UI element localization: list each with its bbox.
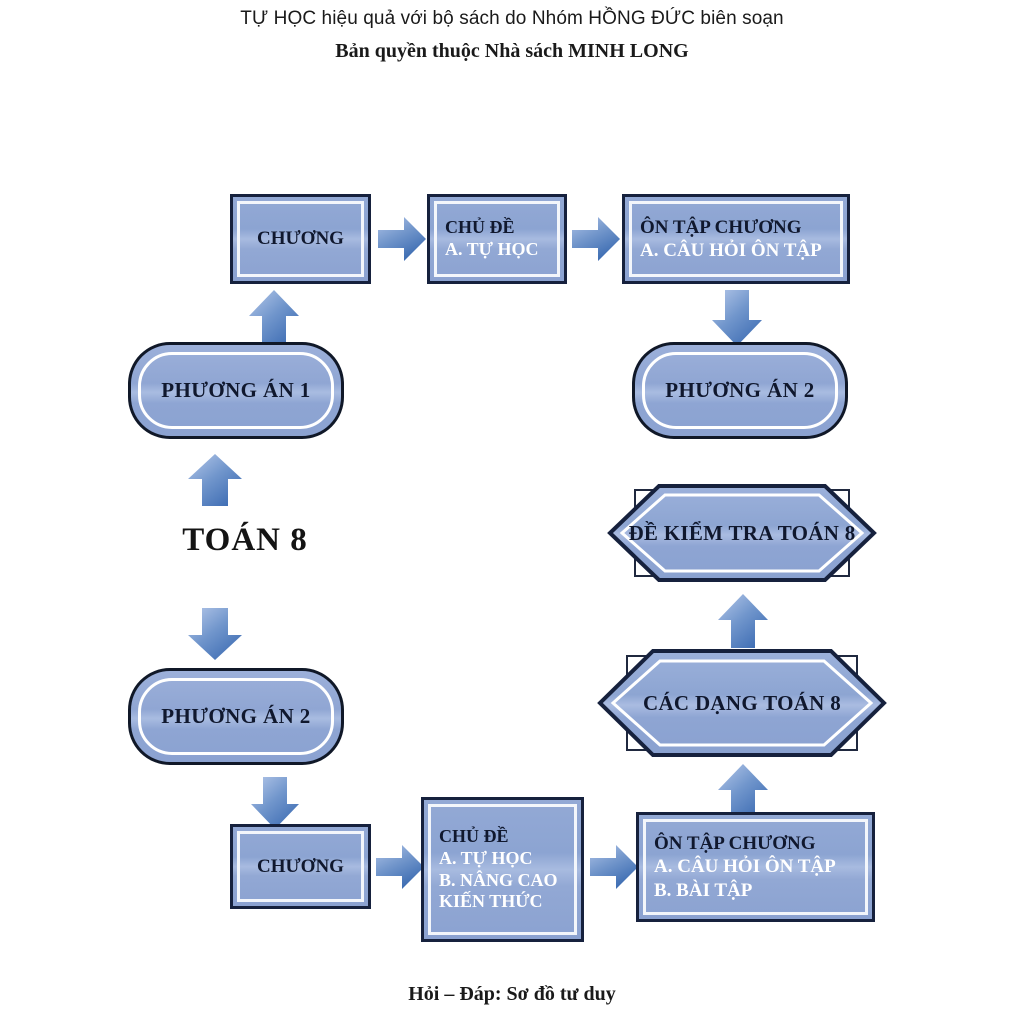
node-top-review-inner: ÔN TẬP CHƯƠNG A. CÂU HỎI ÔN TẬP: [629, 201, 843, 277]
arrow-top-topic-to-top-review: [570, 213, 622, 265]
node-option-2-right-inner: PHƯƠNG ÁN 2: [642, 352, 838, 429]
node-problem-types-shape: [597, 648, 887, 758]
arrow-top-chapter-to-top-topic: [376, 213, 428, 265]
node-option-1-inner: PHƯƠNG ÁN 1: [138, 352, 334, 429]
node-option-2-right[interactable]: PHƯƠNG ÁN 2: [632, 342, 848, 439]
arrow-bottom-review-to-problem-types: [716, 762, 770, 820]
arrow-bottom-topic-to-bottom-review: [588, 841, 640, 893]
arrow-bottom-chapter-to-bottom-topic: [374, 841, 426, 893]
node-option-1-label: PHƯƠNG ÁN 1: [161, 378, 311, 402]
node-top-review-line-0: ÔN TẬP CHƯƠNG: [640, 216, 802, 238]
node-bottom-review-line-1: A. CÂU HỎI ÔN TẬP: [654, 856, 836, 878]
node-bottom-topic-inner: CHỦ ĐỀ A. TỰ HỌC B. NÂNG CAO KIẾN THỨC: [428, 804, 577, 935]
node-top-review-line-1: A. CÂU HỎI ÔN TẬP: [640, 240, 822, 261]
node-top-chapter-line-0: CHƯƠNG: [257, 228, 344, 250]
node-exam-paper[interactable]: ĐỀ KIỂM TRA TOÁN 8: [607, 483, 877, 583]
node-option-2-left-label: PHƯƠNG ÁN 2: [161, 704, 311, 728]
node-problem-types-label: CÁC DẠNG TOÁN 8: [643, 690, 841, 715]
header-line-1: TỰ HỌC hiệu quả với bộ sách do Nhóm HỒNG…: [240, 8, 784, 29]
node-bottom-review-inner: ÔN TẬP CHƯƠNG A. CÂU HỎI ÔN TẬP B. BÀI T…: [643, 819, 868, 915]
node-exam-paper-label: ĐỀ KIỂM TRA TOÁN 8: [628, 520, 856, 545]
node-top-chapter[interactable]: CHƯƠNG: [230, 194, 371, 284]
node-bottom-chapter[interactable]: CHƯƠNG: [230, 824, 371, 909]
node-bottom-topic-line-1: A. TỰ HỌC: [439, 847, 533, 868]
node-top-topic[interactable]: CHỦ ĐỀ A. TỰ HỌC: [427, 194, 567, 284]
node-exam-paper-shape: [607, 483, 877, 583]
node-bottom-review-line-0: ÔN TẬP CHƯƠNG: [654, 833, 816, 855]
node-bottom-chapter-inner: CHƯƠNG: [237, 831, 364, 902]
arrow-toan8-to-option1: [186, 452, 244, 508]
node-bottom-topic-line-3: KIẾN THỨC: [439, 891, 543, 912]
header-line-2: Bản quyền thuộc Nhà sách MINH LONG: [335, 40, 689, 62]
node-option-1[interactable]: PHƯƠNG ÁN 1: [128, 342, 344, 439]
node-top-topic-line-0: CHỦ ĐỀ: [445, 217, 515, 238]
node-top-topic-line-1: A. TỰ HỌC: [445, 239, 539, 259]
node-bottom-topic[interactable]: CHỦ ĐỀ A. TỰ HỌC B. NÂNG CAO KIẾN THỨC: [421, 797, 584, 942]
arrow-option1-to-top-chapter: [247, 288, 301, 348]
node-top-topic-inner: CHỦ ĐỀ A. TỰ HỌC: [434, 201, 560, 277]
arrow-top-review-to-option2: [710, 288, 764, 348]
node-option-2-left[interactable]: PHƯƠNG ÁN 2: [128, 668, 344, 765]
node-option-2-left-inner: PHƯƠNG ÁN 2: [138, 678, 334, 755]
node-top-review[interactable]: ÔN TẬP CHƯƠNG A. CÂU HỎI ÔN TẬP: [622, 194, 850, 284]
node-option-2-right-label: PHƯƠNG ÁN 2: [665, 378, 815, 402]
node-bottom-topic-line-2: B. NÂNG CAO: [439, 869, 558, 890]
arrow-problem-types-to-exam-paper: [716, 592, 770, 650]
node-bottom-chapter-line-0: CHƯƠNG: [257, 855, 344, 877]
node-bottom-review[interactable]: ÔN TẬP CHƯƠNG A. CÂU HỎI ÔN TẬP B. BÀI T…: [636, 812, 875, 922]
node-bottom-topic-line-0: CHỦ ĐỀ: [439, 825, 509, 846]
node-top-chapter-inner: CHƯƠNG: [237, 201, 364, 277]
node-problem-types[interactable]: CÁC DẠNG TOÁN 8: [597, 648, 887, 758]
centre-label-toan8: TOÁN 8: [182, 522, 308, 558]
node-bottom-review-line-2: B. BÀI TẬP: [654, 879, 753, 901]
arrow-option2-left-to-bottom-chapter: [249, 775, 301, 831]
footer-caption: Hỏi – Đáp: Sơ đồ tư duy: [408, 983, 616, 1005]
arrow-toan8-to-option2-left: [186, 606, 244, 662]
